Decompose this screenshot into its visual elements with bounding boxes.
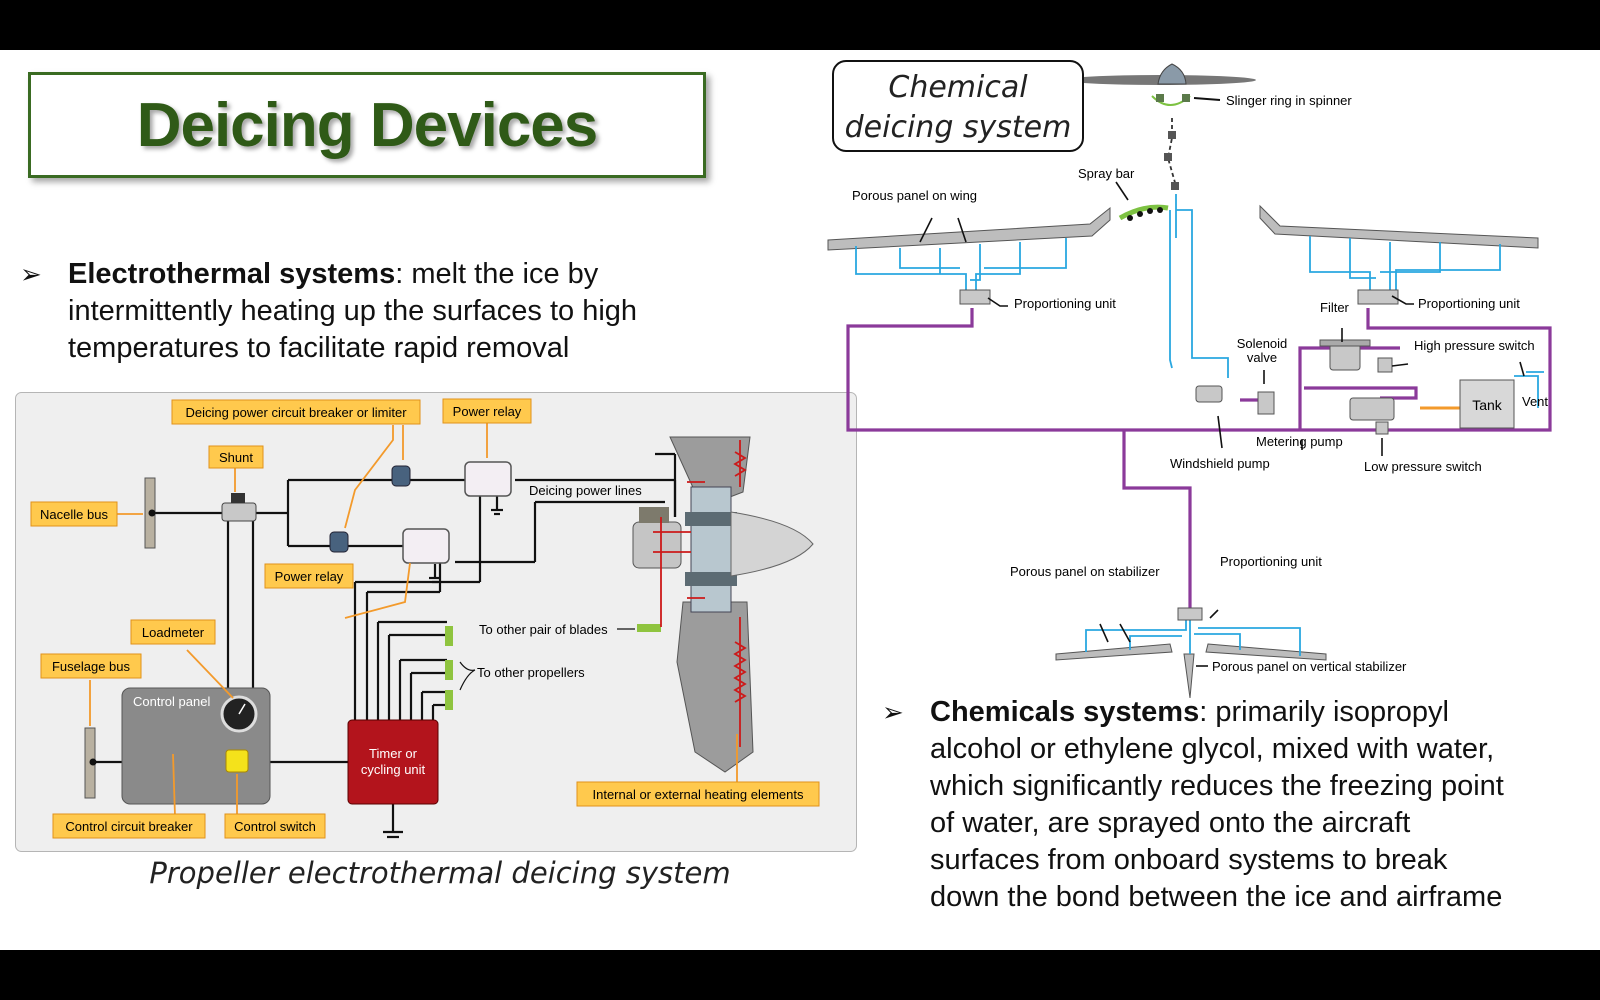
electrothermal-bullet: ➢ Electrothermal systems: melt the ice b… (20, 256, 760, 376)
title-box: Deicing Devices (28, 72, 706, 178)
label-power-relay-bottom: Power relay (275, 569, 344, 584)
label-fuselage-bus: Fuselage bus (52, 659, 131, 674)
power-relay-bottom (402, 528, 450, 564)
vertical-stabilizer (1183, 653, 1195, 698)
filter-box (1329, 343, 1361, 371)
tank-box (1459, 379, 1515, 429)
label-prop-unit-tail: Proportioning unit (1220, 554, 1322, 569)
propeller-caption: Propeller electrothermal deicing system (149, 856, 731, 890)
left-stabilizer (1055, 643, 1173, 661)
power-relay-top (464, 461, 512, 497)
chemicals-heading: Chemicals systems (930, 696, 1200, 728)
label-porous-stab: Porous panel on stabilizer (1010, 564, 1160, 579)
label-loadmeter: Loadmeter (142, 625, 205, 640)
chemicals-line5: surfaces from onboard systems to break (930, 844, 1448, 876)
windshield-pump-box (1195, 385, 1223, 403)
label-heating-elements: Internal or external heating elements (592, 787, 804, 802)
chemicals-line4: of water, are sprayed onto the aircraft (930, 807, 1411, 839)
label-vent: Vent (1522, 394, 1548, 409)
high-pressure-switch (1377, 357, 1393, 373)
chemicals-line2: alcohol or ethylene glycol, mixed with w… (930, 733, 1495, 765)
electrothermal-heading: Electrothermal systems (68, 258, 396, 290)
label-low-pressure: Low pressure switch (1364, 459, 1482, 474)
solenoid-valve-box (1257, 391, 1275, 415)
right-wing (1259, 204, 1539, 249)
label-nacelle-bus: Nacelle bus (40, 507, 108, 522)
shunt-block (221, 502, 257, 522)
low-pressure-switch (1375, 421, 1389, 435)
slide-title: Deicing Devices (136, 90, 599, 160)
label-shunt: Shunt (219, 450, 253, 465)
bullet-arrow-icon: ➢ (882, 697, 904, 727)
label-porous-vert: Porous panel on vertical stabilizer (1212, 659, 1407, 674)
right-stabilizer (1205, 643, 1327, 661)
label-breaker: Deicing power circuit breaker or limiter (185, 405, 407, 420)
spinner-cone (730, 511, 814, 577)
label-solenoid-2: valve (1247, 350, 1277, 365)
label-other-blades: To other pair of blades (479, 622, 608, 637)
propeller-hub (690, 486, 732, 613)
electrothermal-line1: : melt the ice by (395, 258, 599, 290)
label-other-props: To other propellers (477, 665, 585, 680)
chemical-deicing-label: Chemical deicing system (832, 60, 1084, 152)
left-wing (827, 206, 1111, 251)
label-power-relay-top: Power relay (453, 404, 522, 419)
label-control-circuit-breaker: Control circuit breaker (65, 819, 193, 834)
chemical-label-line1: Chemical (888, 70, 1028, 105)
bullet-arrow-icon: ➢ (20, 259, 42, 289)
label-tank: Tank (1472, 397, 1503, 413)
chemicals-line3: which significantly reduces the freezing… (930, 770, 1504, 802)
metering-pump-box (1349, 397, 1395, 421)
label-metering-pump: Metering pump (1256, 434, 1343, 449)
label-prop-unit-left: Proportioning unit (1014, 296, 1116, 311)
prop-unit-left (959, 289, 991, 305)
chemicals-bullet: ➢ Chemicals systems: primarily isopropyl… (882, 694, 1592, 934)
propeller-deicing-diagram: Timer or cycling unit (15, 392, 857, 852)
prop-unit-right (1357, 289, 1399, 305)
electrothermal-line2: intermittently heating up the surfaces t… (68, 295, 638, 327)
chemicals-line1: : primarily isopropyl (1199, 696, 1450, 728)
chemical-label-line2: deicing system (844, 110, 1072, 145)
label-control-switch: Control switch (234, 819, 316, 834)
label-prop-unit-right: Proportioning unit (1418, 296, 1520, 311)
chemicals-line6: down the bond between the ice and airfra… (930, 881, 1503, 913)
label-control-panel: Control panel (133, 694, 210, 709)
electrothermal-line3: temperatures to facilitate rapid removal (68, 332, 570, 364)
breaker-bottom (329, 531, 349, 553)
label-porous-wing: Porous panel on wing (852, 188, 977, 203)
breaker-top (391, 465, 411, 487)
prop-labels: Deicing power circuit breaker or limiter… (30, 398, 820, 839)
label-spray-bar: Spray bar (1078, 166, 1135, 181)
label-slinger: Slinger ring in spinner (1226, 93, 1352, 108)
label-high-pressure: High pressure switch (1414, 338, 1535, 353)
label-windshield-pump: Windshield pump (1170, 456, 1270, 471)
timer-line2: cycling unit (361, 762, 426, 777)
prop-unit-tail (1177, 607, 1203, 621)
slide: Deicing Devices ➢ Electrothermal systems… (0, 50, 1600, 950)
control-switch-box (225, 749, 249, 773)
timer-unit-box (347, 719, 439, 805)
label-filter: Filter (1320, 300, 1350, 315)
timer-line1: Timer or (369, 746, 418, 761)
label-deicing-power-lines: Deicing power lines (529, 483, 642, 498)
propeller-blade-bottom (676, 601, 754, 773)
label-solenoid-1: Solenoid (1237, 336, 1288, 351)
chemical-deicing-diagram: Tank Slinger ring in spinner (827, 63, 1552, 698)
